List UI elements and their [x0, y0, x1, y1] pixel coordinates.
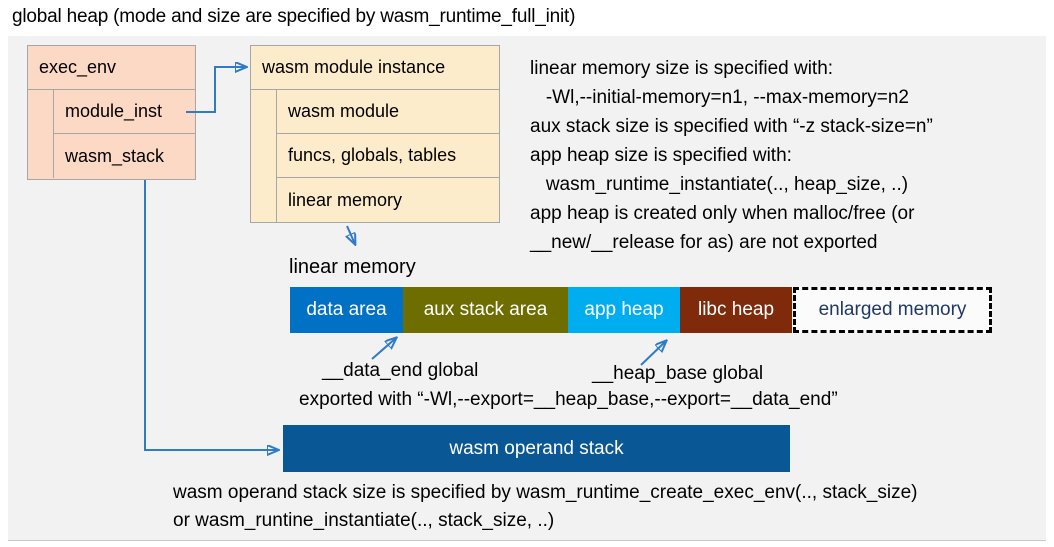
segment-enlarged-memory: enlarged memory: [793, 287, 992, 333]
footer-note: wasm operand stack size is specified by …: [173, 479, 918, 535]
exec-env-row-wasm-stack: wasm_stack: [53, 134, 195, 178]
note-line: __new/__release for as) are not exported: [530, 232, 878, 253]
exec-env-header: exec_env: [28, 46, 195, 90]
segment-data-area: data area: [290, 287, 403, 333]
export-flags-label: exported with “-Wl,--export=__heap_base,…: [299, 389, 838, 410]
data-end-global-label: __data_end global: [322, 360, 479, 381]
footer-note-line2: or wasm_runtine_instantiate(.., stack_si…: [173, 510, 555, 531]
exec-env-box: exec_env module_inst wasm_stack: [27, 45, 196, 180]
exec-env-row-module-inst: module_inst: [53, 90, 195, 134]
linear-memory-label: linear memory: [289, 256, 416, 278]
note-line: -Wl,--initial-memory=n1, --max-memory=n2: [530, 87, 909, 108]
wasm-operand-stack-bar: wasm operand stack: [283, 425, 790, 472]
segment-app-heap: app heap: [568, 287, 680, 333]
note-line: linear memory size is specified with:: [530, 58, 834, 79]
segment-aux-stack-area: aux stack area: [403, 287, 568, 333]
segment-libc-heap: libc heap: [680, 287, 792, 333]
note-line: app heap size is specified with:: [530, 145, 792, 166]
heap-base-global-label: __heap_base global: [592, 363, 764, 384]
note-line: app heap is created only when malloc/fre…: [530, 203, 915, 224]
exec-env-rows: module_inst wasm_stack: [53, 90, 195, 178]
note-line: aux stack size is specified with “-z sta…: [530, 116, 933, 137]
module-instance-box: wasm module instance wasm module funcs, …: [250, 45, 500, 223]
module-instance-row-linear-memory: linear memory: [276, 178, 499, 222]
footer-note-line1: wasm operand stack size is specified by …: [173, 482, 918, 503]
module-instance-row-funcs-globals-tables: funcs, globals, tables: [276, 134, 499, 178]
diagram-title: global heap (mode and size are specified…: [12, 6, 576, 27]
module-instance-rows: wasm module funcs, globals, tables linea…: [276, 90, 499, 222]
module-instance-row-wasm-module: wasm module: [276, 90, 499, 134]
note-line: wasm_runtime_instantiate(.., heap_size, …: [530, 174, 909, 195]
notes-block: linear memory size is specified with: -W…: [530, 54, 1042, 257]
module-instance-header: wasm module instance: [251, 46, 499, 90]
